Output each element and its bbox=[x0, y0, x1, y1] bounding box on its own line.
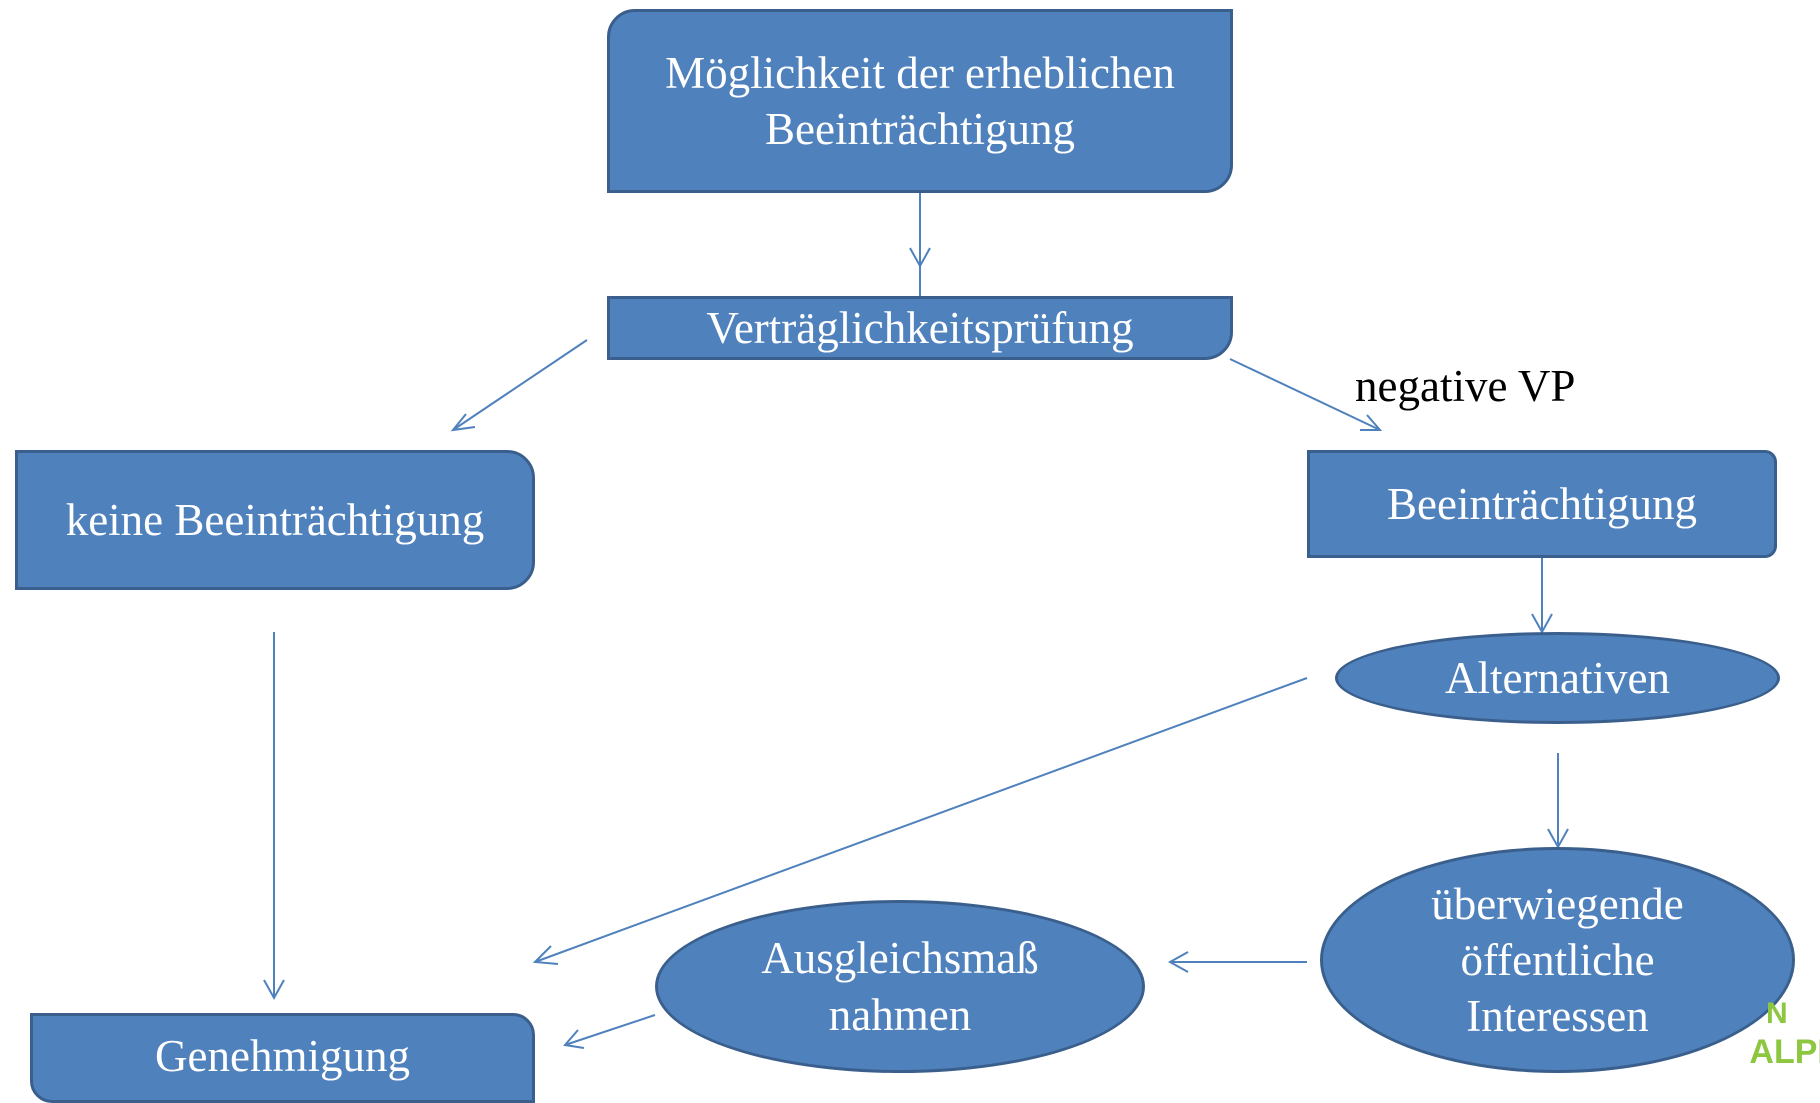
arrow-alternatives-to-public-interest bbox=[1547, 753, 1569, 850]
node-impairment-label: Beeinträchtigung bbox=[1387, 478, 1697, 529]
arrow-possibility-to-assessment bbox=[909, 193, 931, 296]
node-approval: Genehmigung bbox=[30, 1013, 535, 1103]
node-public-interest: überwiegende öffentliche Interessen bbox=[1320, 847, 1795, 1073]
node-approval-label: Genehmigung bbox=[155, 1031, 410, 1081]
flowchart: Möglichkeit der erheblichen Beeinträchti… bbox=[15, 9, 1820, 1103]
node-impairment: Beeinträchtigung bbox=[1307, 450, 1777, 558]
node-alternatives-label: Alternativen bbox=[1445, 652, 1670, 703]
node-no-impairment-label: keine Beeinträchtigung bbox=[65, 494, 485, 545]
arrow-assessment-to-impairment bbox=[1229, 358, 1383, 431]
arrow-no-impairment-to-approval bbox=[263, 632, 285, 1001]
arrow-compensation-to-approval bbox=[563, 1014, 656, 1049]
node-public-interest-label: überwiegende öffentliche Interessen bbox=[1431, 878, 1684, 1042]
brand-logo-line1: N bbox=[1766, 997, 1788, 1030]
node-assessment-label: Verträglichkeitsprüfung bbox=[706, 302, 1134, 353]
node-compensation-label: Ausgleichsmaß nahmen bbox=[761, 933, 1039, 1040]
arrow-alternatives-to-approval bbox=[532, 677, 1308, 965]
brand-logo-line2: EN ALPEN bbox=[1740, 1033, 1820, 1071]
node-alternatives: Alternativen bbox=[1335, 632, 1780, 724]
node-assessment: Verträglichkeitsprüfung bbox=[607, 296, 1233, 360]
node-possibility-label: Möglichkeit der erheblichen Beeinträchti… bbox=[665, 47, 1175, 154]
arrow-public-interest-to-compensation bbox=[1167, 951, 1307, 973]
brand-logo: N EN ALPEN bbox=[1740, 995, 1820, 1073]
node-no-impairment: keine Beeinträchtigung bbox=[15, 450, 535, 590]
arrow-assessment-to-no-impairment bbox=[450, 339, 588, 432]
node-possibility: Möglichkeit der erheblichen Beeinträchti… bbox=[607, 9, 1233, 193]
node-compensation: Ausgleichsmaß nahmen bbox=[655, 900, 1145, 1073]
edge-label-negative: negative VP bbox=[1355, 361, 1576, 411]
arrow-impairment-to-alternatives bbox=[1531, 558, 1553, 635]
